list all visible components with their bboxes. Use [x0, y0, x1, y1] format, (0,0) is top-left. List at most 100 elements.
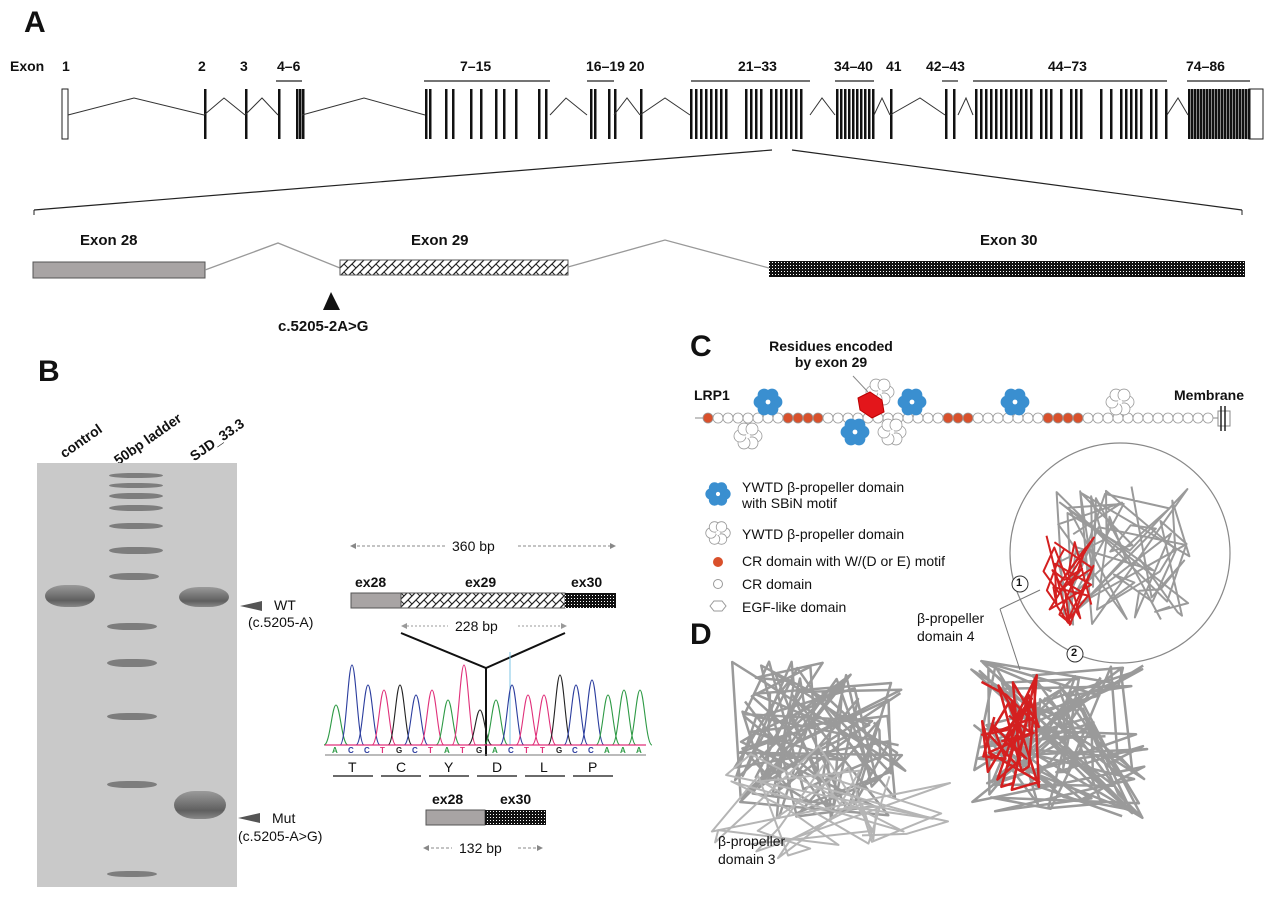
- trace-peak: [564, 685, 588, 745]
- amino-acid: P: [588, 759, 597, 775]
- cr-domain: [973, 413, 983, 423]
- membrane-label: Membrane: [1174, 387, 1244, 403]
- agarose-gel: [37, 463, 237, 887]
- cr-domain: [933, 413, 943, 423]
- cr-domain: [1103, 413, 1113, 423]
- exon-group-label: 21–33: [738, 58, 777, 74]
- gel-band-sample-mut: [174, 791, 226, 819]
- trace-peak: [596, 695, 620, 745]
- sbin-propeller-icon: [706, 483, 731, 506]
- zoom-line-right: [792, 150, 1242, 210]
- base-call: A: [636, 746, 642, 755]
- cr-motif-domain: [793, 413, 803, 423]
- ex28-skip-label: ex28: [432, 791, 463, 807]
- exon29-box: [340, 260, 568, 275]
- ex30-skip-label: ex30: [500, 791, 531, 807]
- exon-group-label: 4–6: [277, 58, 300, 74]
- exon-group-label: 3: [240, 58, 248, 74]
- base-call: A: [492, 746, 498, 755]
- exon-group-label: 41: [886, 58, 902, 74]
- cr-motif-domain: [943, 413, 953, 423]
- exon30-box: [769, 261, 1245, 277]
- marker-1: 1: [1016, 577, 1022, 589]
- exon29-residues-label: Residues encoded by exon 29: [756, 338, 906, 370]
- cr-domain: [833, 413, 843, 423]
- cr-motif-domain: [963, 413, 973, 423]
- zoom-exon-label: Exon 28: [80, 232, 138, 249]
- base-call: C: [348, 746, 354, 755]
- cr-domain: [1093, 413, 1103, 423]
- base-call: A: [620, 746, 626, 755]
- base-call: G: [396, 746, 402, 755]
- chromatogram: [324, 665, 652, 745]
- base-call: A: [332, 746, 338, 755]
- cr-motif-domain: [953, 413, 963, 423]
- lrp1-domain-diagram: [695, 379, 1230, 449]
- cr-domain: [713, 413, 723, 423]
- exon-group-label: 42–43: [926, 58, 965, 74]
- exon-group-label: 74–86: [1186, 58, 1225, 74]
- exon28-box: [33, 262, 205, 278]
- mut-sublabel: (c.5205-A>G): [238, 828, 322, 844]
- size-132: 132 bp: [459, 840, 502, 856]
- exon-group-label: 44–73: [1048, 58, 1087, 74]
- mutation-arrow-icon: [323, 292, 340, 310]
- cr-motif-icon: [713, 557, 723, 567]
- mut-arrow-icon: [238, 813, 260, 823]
- sbin-propeller-icon: [841, 419, 869, 445]
- base-call: C: [508, 746, 514, 755]
- gel-band-sample-wt: [179, 587, 229, 607]
- base-call: T: [428, 746, 433, 755]
- propeller-icon: [878, 419, 906, 445]
- zoom-exon-label: Exon 29: [411, 232, 469, 249]
- panel-label-b: B: [38, 355, 60, 389]
- amino-acid: L: [540, 759, 548, 775]
- trace-peak: [532, 695, 556, 745]
- cr-domain: [1023, 413, 1033, 423]
- base-call: C: [364, 746, 370, 755]
- lrp1-label: LRP1: [694, 387, 730, 403]
- mutation-label: c.5205-2A>G: [278, 318, 368, 335]
- base-call: C: [588, 746, 594, 755]
- trace-peak: [452, 665, 476, 745]
- exon-group-label: 34–40: [834, 58, 873, 74]
- egf-domain-icon: [710, 601, 726, 611]
- legend-item-propeller: YWTD β-propeller domain: [742, 526, 904, 542]
- wt-arrow-icon: [240, 601, 262, 611]
- cr-motif-domain: [1073, 413, 1083, 423]
- domain3-label: β-propeller domain 3: [718, 832, 785, 868]
- ex30-label: ex30: [571, 574, 602, 590]
- trace-peak: [484, 700, 508, 745]
- base-call: T: [540, 746, 545, 755]
- cr-domain: [1143, 413, 1153, 423]
- base-call: G: [476, 746, 482, 755]
- amino-acid: C: [396, 759, 406, 775]
- exon-group-label: 7–15: [460, 58, 491, 74]
- cr-domain: [983, 413, 993, 423]
- cr-domain: [733, 413, 743, 423]
- gel-band-control-wt: [45, 585, 95, 607]
- cr-motif-domain: [1063, 413, 1073, 423]
- base-call: G: [556, 746, 562, 755]
- base-call: T: [460, 746, 465, 755]
- sbin-propeller-icon: [754, 389, 782, 415]
- amino-acid: T: [348, 759, 357, 775]
- wt-label: WT: [274, 597, 296, 613]
- exon-group-label: 16–19: [586, 58, 625, 74]
- marker-2: 2: [1071, 647, 1077, 659]
- cr-domain: [723, 413, 733, 423]
- gene-structure: [62, 81, 1263, 139]
- trace-peak: [372, 690, 396, 745]
- cr-domain: [993, 413, 1003, 423]
- cr-domain: [1133, 413, 1143, 423]
- cr-motif-domain: [1053, 413, 1063, 423]
- legend-item-cr: CR domain: [742, 576, 812, 592]
- exon-label: Exon: [10, 58, 44, 74]
- trace-peak: [628, 690, 652, 745]
- trace-peak: [404, 695, 428, 745]
- cr-motif-domain: [1043, 413, 1053, 423]
- legend-item-cr-motif: CR domain with W/(D or E) motif: [742, 553, 945, 569]
- domain4-label: β-propeller domain 4: [917, 609, 984, 645]
- protein-structure: [712, 487, 1190, 859]
- exon-group-label: 1: [62, 58, 70, 74]
